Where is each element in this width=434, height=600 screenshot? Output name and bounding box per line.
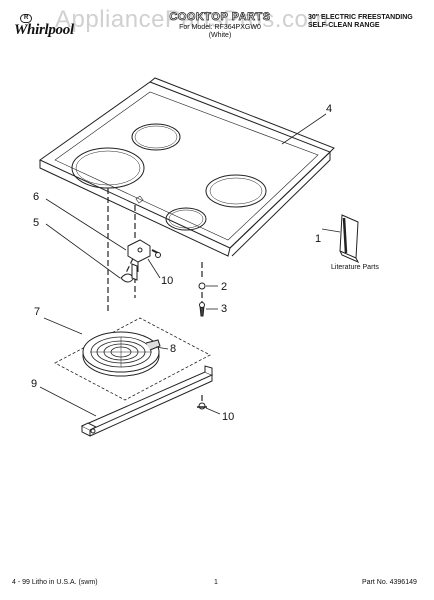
callout-3: 3 [221, 303, 228, 315]
callout-8: 8 [170, 343, 177, 355]
model-line: For Model: RF364PXGW0 [179, 24, 261, 31]
leader-lines [39, 113, 341, 417]
product-description: 30" ELECTRIC FREESTANDING SELF-CLEAN RAN… [308, 14, 428, 30]
screw-part-10-lower [197, 402, 207, 410]
footer-litho-line: 4 - 99 Litho in U.S.A. (swm) [12, 579, 98, 586]
callout-1: 1 [315, 233, 322, 245]
radiant-element [82, 331, 161, 377]
watermark: AppliancePartsPros.com [55, 6, 329, 33]
footer-page-number: 1 [214, 579, 218, 586]
screw-part-3 [199, 302, 205, 317]
literature-parts-label: Literature Parts [331, 264, 379, 271]
callout-6: 6 [33, 191, 40, 203]
brand-name: Whirlpool [14, 22, 74, 38]
callout-7: 7 [34, 306, 41, 318]
callout-5: 5 [33, 217, 40, 229]
callout-2: 2 [221, 281, 228, 293]
large-element-rear-right [205, 174, 267, 208]
callout-9: 9 [31, 378, 38, 390]
element-bracket [127, 239, 151, 272]
logo-badge: R [20, 14, 33, 23]
bracket-screw-top [151, 249, 161, 258]
small-element-front-right [165, 207, 207, 231]
product-line-1: 30" ELECTRIC FREESTANDING [308, 14, 413, 21]
title-block: COOKTOP PARTS For Model: RF364PXGW0 (Whi… [150, 11, 290, 39]
cooktop-panel [39, 77, 335, 257]
footer-part-number: Part No. 4396149 [362, 579, 417, 586]
product-line-2: SELF-CLEAN RANGE [308, 22, 380, 29]
section-title: COOKTOP PARTS [169, 11, 271, 24]
small-element-rear-left [131, 123, 181, 151]
literature-parts-booklet [339, 214, 360, 264]
screw-part-2 [198, 282, 206, 290]
element-support-channel [80, 365, 214, 437]
callout-4: 4 [326, 103, 333, 115]
color-line: (White) [208, 32, 232, 39]
element-clip [120, 263, 138, 283]
callout-10-lower: 10 [222, 411, 235, 423]
whirlpool-logo: R Whirlpool [12, 14, 82, 38]
element-box-outline [54, 317, 211, 401]
callout-10-upper: 10 [161, 275, 174, 287]
